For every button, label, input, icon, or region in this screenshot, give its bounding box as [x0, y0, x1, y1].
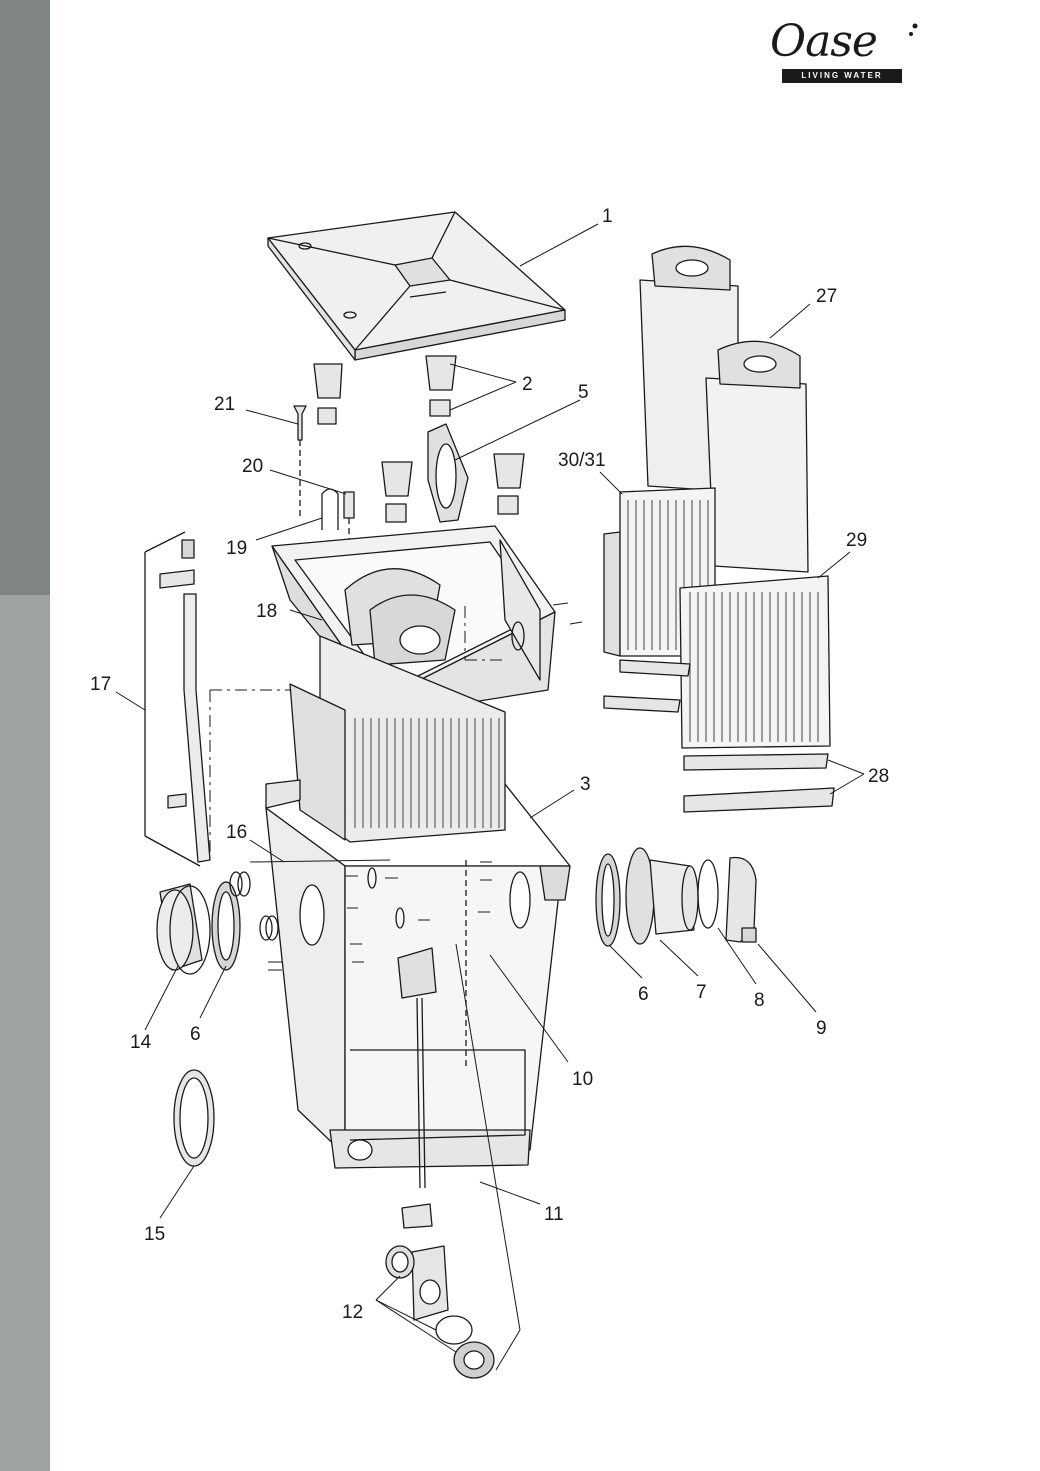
part-housing [265, 779, 571, 1169]
label-part-7: 7 [696, 982, 707, 1003]
part-labels: 1 2 5 21 20 19 18 17 16 3 14 6 15 10 11 … [90, 206, 889, 1323]
label-part-16: 16 [226, 822, 247, 843]
part-filter-cartridge-front [705, 340, 809, 573]
part-inlet-adapter-left [156, 871, 279, 975]
label-part-3: 3 [580, 774, 591, 795]
label-part-1: 1 [602, 206, 613, 227]
sponge-large-ribs [689, 592, 819, 742]
part-sponge-large [679, 575, 831, 749]
label-part-19: 19 [226, 538, 247, 559]
part-clamp-ring-left [173, 1069, 215, 1167]
logo-tagline: LIVING WATER [782, 69, 902, 83]
label-part-10: 10 [572, 1069, 593, 1090]
water-drops-icon [909, 23, 918, 36]
label-part-9: 9 [816, 1018, 827, 1039]
label-part-5: 5 [578, 382, 589, 403]
label-part-15: 15 [144, 1224, 165, 1245]
part-hook [321, 488, 339, 530]
sidebar-band-light [0, 595, 50, 1471]
label-part-28: 28 [868, 766, 889, 787]
label-part-17: 17 [90, 674, 111, 695]
part-lid [267, 211, 566, 361]
part-seal-ring [427, 423, 469, 523]
part-drain-valve [385, 1245, 495, 1379]
label-part-6-right: 6 [638, 984, 649, 1005]
label-part-8: 8 [754, 990, 765, 1011]
label-part-18: 18 [256, 601, 277, 622]
label-part-6-left: 6 [190, 1024, 201, 1045]
leader-lines [115, 223, 865, 1371]
label-part-29: 29 [846, 530, 867, 551]
part-clips [313, 355, 525, 523]
guide-lines [209, 606, 505, 860]
label-part-21: 21 [214, 394, 235, 415]
label-part-27: 27 [816, 286, 837, 307]
filter-stack-ribs [354, 718, 500, 828]
label-part-14: 14 [130, 1032, 152, 1053]
label-part-12: 12 [342, 1302, 363, 1323]
part-spacer-combs [603, 659, 835, 813]
label-part-30-31: 30/31 [558, 450, 606, 471]
part-air-tube [144, 531, 211, 867]
part-screws [268, 602, 583, 971]
sidebar-band-dark [0, 0, 50, 595]
part-drain-rod [397, 947, 437, 1229]
logo-brand: Oase [770, 16, 878, 67]
part-inlet-adapter-right [595, 847, 757, 947]
part-small-rings [367, 867, 405, 929]
label-part-20: 20 [242, 456, 263, 477]
label-part-2: 2 [522, 374, 533, 395]
label-part-11: 11 [544, 1204, 564, 1225]
oase-logo: Oase LIVING WATER [768, 14, 918, 86]
